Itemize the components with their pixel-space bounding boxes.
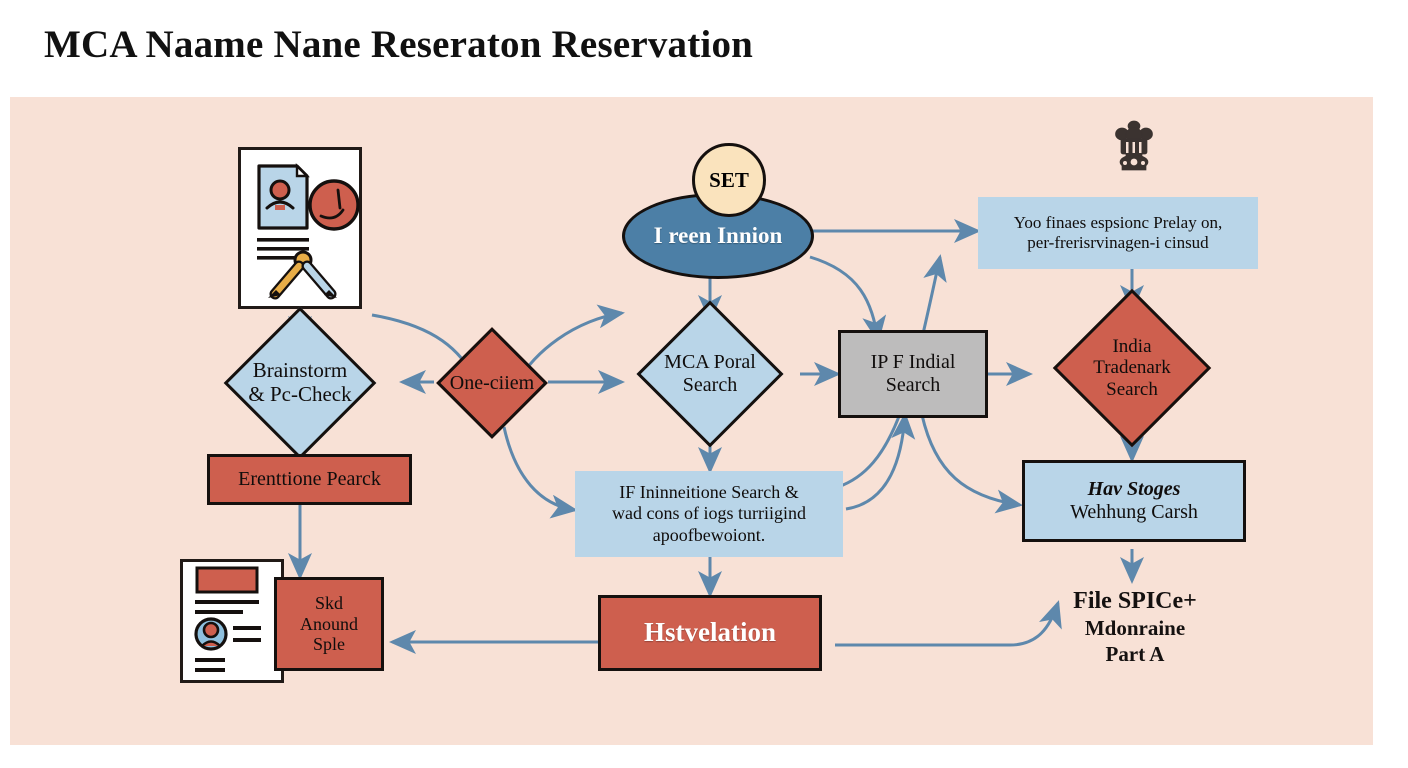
node-ip-indial-search[interactable]: IP F Indial Search [838, 330, 988, 418]
node-india-trademark-search[interactable]: India Tradenark Search [1028, 288, 1236, 448]
skd-line2: Anound [300, 613, 358, 634]
node-erenttione-pearck[interactable]: Erenttione Pearck [207, 454, 412, 505]
node-policy-note[interactable]: Yoo finaes espsionc Prelay on, per-freri… [978, 197, 1258, 269]
trademark-line3: Search [1106, 378, 1158, 400]
edge-ip-havstoges [920, 414, 1023, 514]
document-analysis-card [238, 147, 362, 309]
ifnote-line3: apoofbewoiont. [652, 524, 766, 545]
node-label: India Tradenark Search [1028, 309, 1236, 427]
node-one-ciiem[interactable]: One-ciiem [434, 327, 550, 439]
skd-line3: Sple [312, 634, 345, 655]
mca-line2: Search [682, 374, 738, 396]
node-set-circle[interactable]: SET [692, 143, 766, 217]
profile-document-icon [194, 566, 261, 672]
brainstorm-line1: Brainstorm [252, 358, 348, 383]
one-ciiem-label: One-ciiem [449, 371, 535, 394]
node-file-spice-part-a[interactable]: File SPICe+ Mdonraine Part A [1040, 587, 1230, 667]
node-label: Brainstorm & Pc-Check [198, 340, 402, 426]
edge-ireen-ip [809, 255, 887, 343]
brainstorm-line2: & Pc-Check [248, 382, 352, 406]
spice-line3: Part A [1105, 641, 1165, 666]
mca-line1: MCA Poral [664, 351, 756, 374]
ip-line1: IP F Indial [870, 350, 956, 373]
skd-line1: Skd [314, 592, 343, 613]
node-hav-stoges[interactable]: Hav Stoges Wehhung Carsh [1022, 460, 1246, 542]
node-label: MCA Poral Search [620, 319, 800, 429]
policy-line2: per-frerisrvinagen-i cinsud [1027, 233, 1209, 252]
page-title: MCA Naame Nane Reseraton Reservation [44, 23, 754, 66]
ifnote-line2: wad cons of iogs turriigind [612, 503, 806, 524]
node-label: One-ciiem [434, 337, 550, 429]
node-hstvelation[interactable]: Hstvelation [598, 595, 822, 671]
policy-line1: Yoo finaes espsionc Prelay on, [1013, 212, 1223, 232]
node-if-search-note[interactable]: IF Ininneitione Search & wad cons of iog… [575, 471, 843, 557]
trademark-line2: Tradenark [1093, 357, 1171, 379]
india-national-emblem-icon [1113, 118, 1155, 176]
diagram-canvas: Brainstorm & Pc-Check One-ciiem Erenttio… [10, 97, 1373, 745]
profile-document-card [180, 559, 284, 683]
ip-line2: Search [885, 374, 941, 396]
set-label: SET [709, 167, 749, 192]
ireen-innion-label: I reen Innion [653, 223, 783, 248]
node-brainstorm-precheck[interactable]: Brainstorm & Pc-Check [198, 306, 402, 460]
spice-line1: File SPICe+ [1073, 588, 1197, 614]
havstoges-line2: Wehhung Carsh [1070, 501, 1198, 523]
edge-ifnote-ip [845, 412, 916, 511]
document-analysis-icon [257, 163, 360, 300]
edge-hstvelation-spice [835, 600, 1062, 647]
hstvelation-label: Hstvelation [644, 617, 776, 648]
ifnote-line1: IF Ininneitione Search & [619, 481, 799, 502]
erenttione-label: Erenttione Pearck [238, 467, 381, 490]
edge-oneciiem-ifnote [502, 426, 578, 519]
emblem-glyph [1115, 120, 1153, 171]
trademark-line1: India [1112, 335, 1152, 357]
havstoges-line1: Hav Stoges [1087, 477, 1181, 500]
node-skd-anound-sple[interactable]: Skd Anound Sple [274, 577, 384, 671]
node-mca-portal-search[interactable]: MCA Poral Search [620, 300, 800, 448]
spice-line2: Mdonraine [1084, 616, 1186, 641]
